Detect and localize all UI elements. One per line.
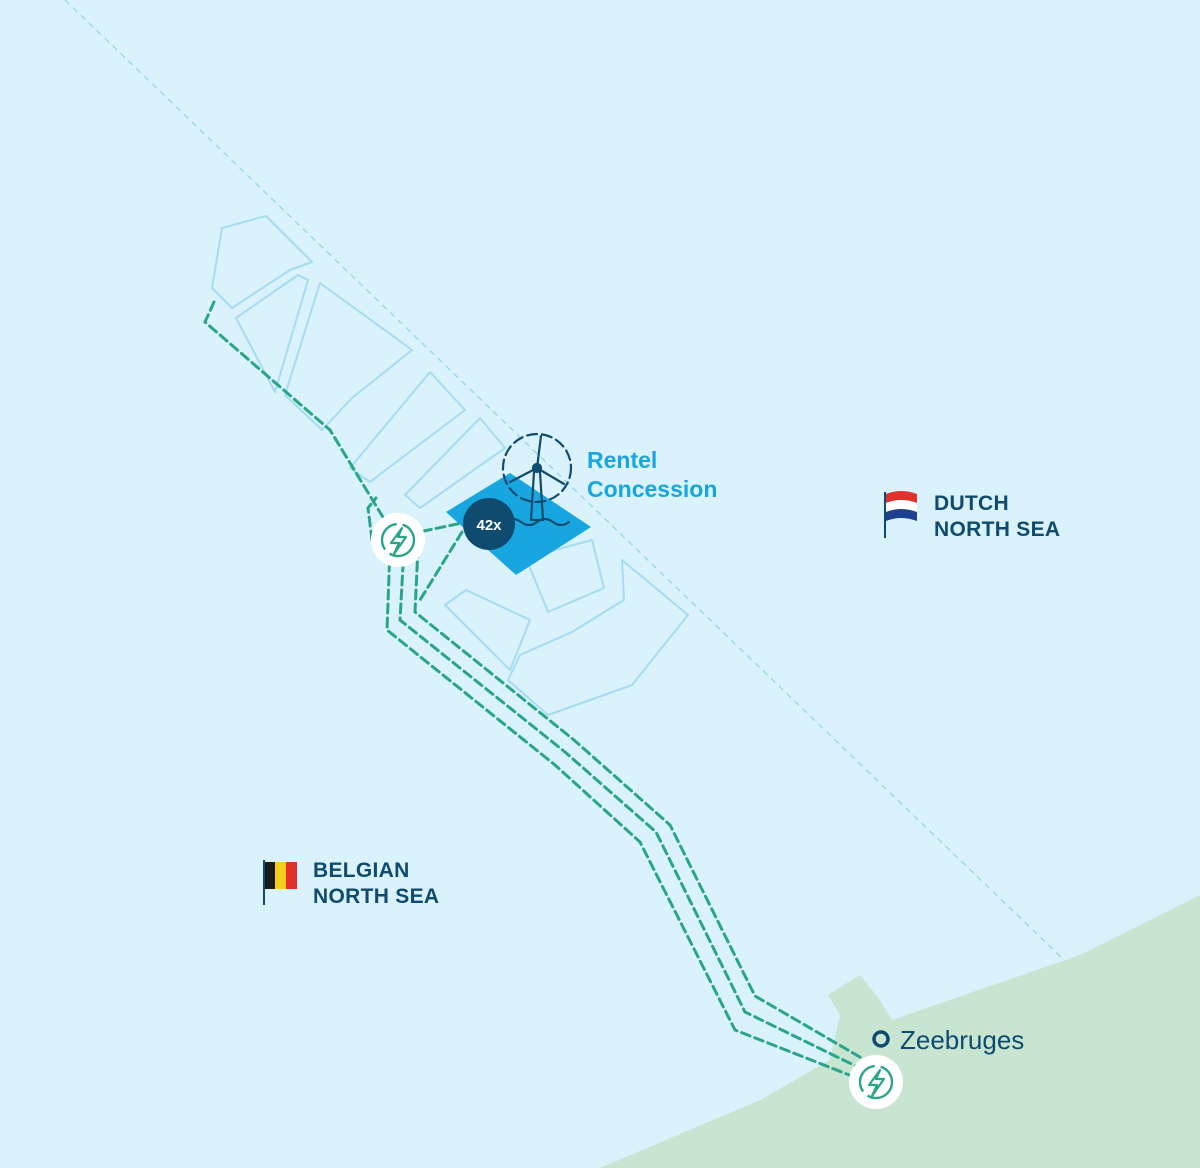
zeebruges-label: Zeebruges [900, 1025, 1025, 1055]
onshore-substation [849, 1055, 903, 1109]
rentel-label-line2: Concession [587, 475, 718, 502]
wind-zone-8 [507, 559, 689, 716]
belgian-coast-land [600, 895, 1200, 1168]
belgian-label-line1: BELGIAN [313, 859, 410, 882]
lightning-bolt-icon [380, 522, 416, 558]
wind-zone-6 [525, 539, 605, 613]
wind-zone-4 [349, 371, 466, 483]
wind-zone-7 [444, 589, 531, 671]
cable-1 [366, 496, 378, 542]
wind-turbine-icon [501, 432, 573, 527]
rentel-label-line1: Rentel [587, 447, 658, 473]
cable-3 [398, 546, 870, 1074]
rentel-concession-label: Rentel Concession [587, 446, 717, 504]
turbine-count-badge: 42x [463, 498, 515, 550]
cable-2 [385, 546, 864, 1082]
maritime-border-line [64, 0, 1063, 959]
wind-zone-5 [404, 417, 506, 509]
cable-5 [418, 530, 464, 602]
belgium-flag-icon [263, 860, 297, 905]
wind-zones [211, 215, 689, 716]
dutch-label-line1: DUTCH [934, 492, 1009, 515]
export-cables [203, 300, 874, 1082]
wind-zone-2 [235, 274, 309, 393]
cable-interlink [393, 521, 464, 539]
belgian-label-line2: NORTH SEA [313, 885, 440, 909]
cable-northwest [203, 300, 397, 539]
dutch-label-line2: NORTH SEA [934, 518, 1061, 542]
cable-4 [413, 546, 874, 1066]
wind-zone-3 [284, 282, 413, 431]
netherlands-flag-icon [884, 491, 917, 538]
dutch-north-sea-label: DUTCH NORTH SEA [934, 491, 1060, 544]
wind-zone-1 [211, 215, 313, 309]
turbine-count-text: 42x [476, 517, 502, 534]
rentel-concession-area [446, 473, 591, 575]
offshore-substation [371, 513, 425, 567]
lightning-bolt-icon [858, 1064, 894, 1100]
belgian-north-sea-label: BELGIAN NORTH SEA [313, 858, 439, 911]
location-ring-icon [872, 1030, 890, 1048]
